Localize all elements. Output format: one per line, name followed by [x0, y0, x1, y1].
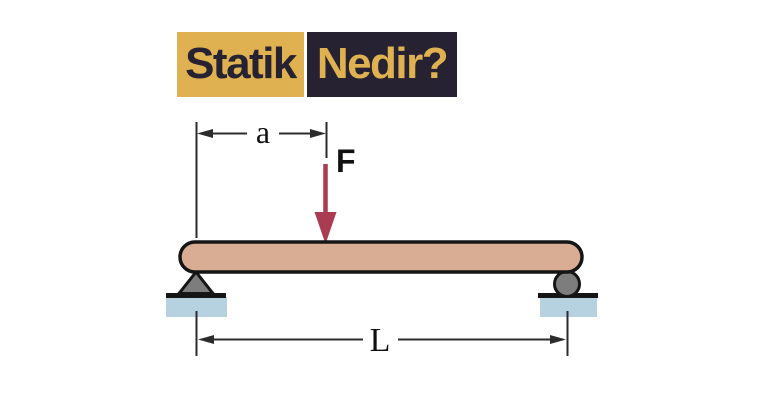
pin-support-triangle [175, 269, 217, 295]
title-left-segment: Statik [177, 32, 304, 97]
title-text-nedir: Nedir? [316, 38, 449, 88]
ground-block-left [166, 297, 227, 317]
dimension-a-arrow-left-icon [197, 129, 213, 138]
dimension-length-arrow-left-icon [198, 335, 214, 344]
dimension-length-label: L [370, 322, 391, 359]
title-text-statik: Statik [185, 38, 297, 88]
title-right-segment: Nedir? [307, 32, 457, 97]
force-arrowhead-icon [314, 212, 337, 244]
beam [178, 240, 584, 274]
ground-block-right [540, 297, 597, 317]
dimension-a-label: a [256, 114, 270, 150]
dimension-length-arrow-right-icon [550, 335, 566, 344]
title-banner: Statik Nedir? [177, 32, 457, 97]
force-label: F [336, 143, 356, 179]
dimension-a-arrow-right-icon [310, 129, 326, 138]
roller-support-circle [553, 270, 581, 298]
